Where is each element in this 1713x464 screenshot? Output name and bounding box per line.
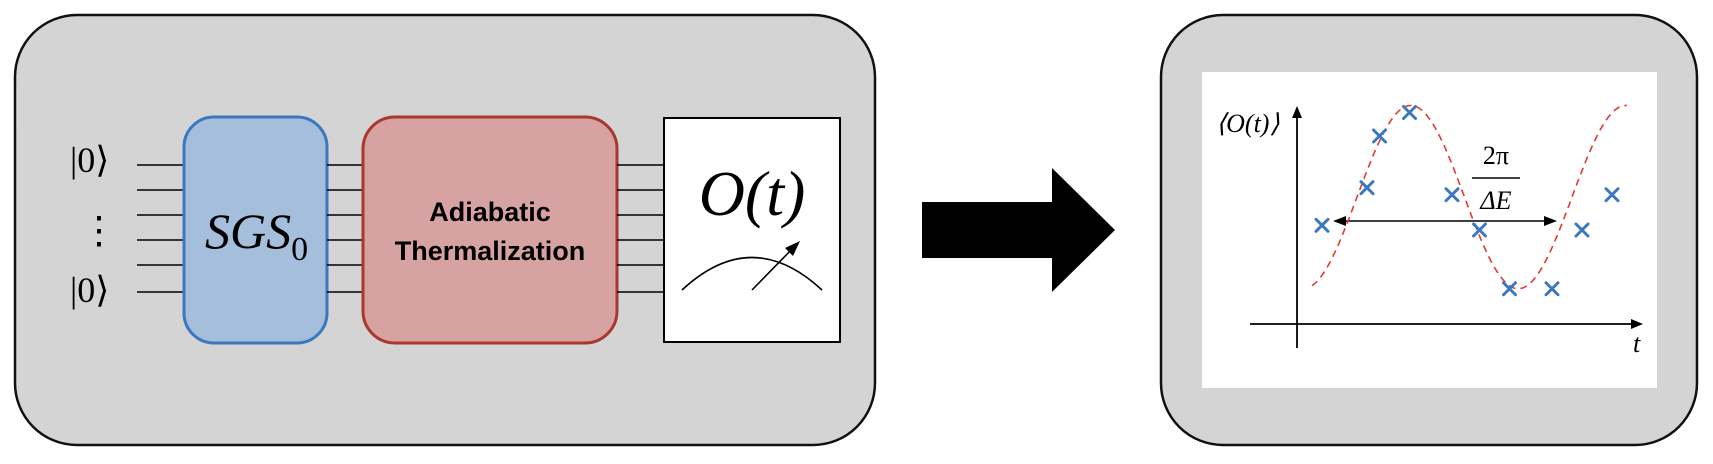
circuit-panel: |0⟩ ⋮ |0⟩ SGS0 Adiabati [13,13,877,447]
data-point-marker [1604,187,1620,203]
data-point-marker [1472,222,1487,238]
thermalization-label-line1: Adiabatic [429,197,551,227]
sgs-block: SGS0 [182,115,329,345]
data-markers [1314,105,1620,297]
data-point-marker [1444,187,1460,203]
meter-arc-icon [681,256,823,291]
plot-axes [1250,106,1643,348]
wires-output [617,164,664,293]
period-numerator: 2π [1483,141,1509,170]
period-arrow-left-icon [1333,216,1346,226]
input-ellipsis: ⋮ [80,210,118,252]
thermalization-block: Adiabatic Thermalization [361,115,619,345]
plot-panel: ⟨O(t)⟩ t 2π ΔE [1159,13,1699,447]
wires-middle [327,164,363,293]
x-axis-label: t [1633,329,1641,358]
thermalization-label-line2: Thermalization [395,236,586,266]
meter-needle-head-icon [785,241,800,256]
data-point-marker [1372,128,1387,144]
input-ket-bottom: |0⟩ [70,270,109,310]
data-point-marker [1574,222,1590,238]
measurement-label: O(t) [699,158,806,229]
data-point-marker [1314,217,1330,233]
fit-curve [1311,104,1627,290]
period-denominator: ΔE [1479,186,1511,215]
data-point-marker [1359,180,1375,196]
data-point-marker [1502,281,1517,297]
period-arrow-right-icon [1544,216,1557,226]
input-ket-top: |0⟩ [70,140,109,180]
measurement-block: O(t) [663,117,841,343]
meter-needle-icon [751,245,796,291]
right-arrow-icon [922,168,1115,292]
period-annotation: 2π ΔE [1333,141,1557,226]
data-point-marker [1544,281,1560,297]
y-axis-label: ⟨O(t)⟩ [1216,109,1280,138]
wires-input [137,164,185,293]
sgs-label: SGS0 [205,203,308,268]
data-point-marker [1402,105,1417,120]
